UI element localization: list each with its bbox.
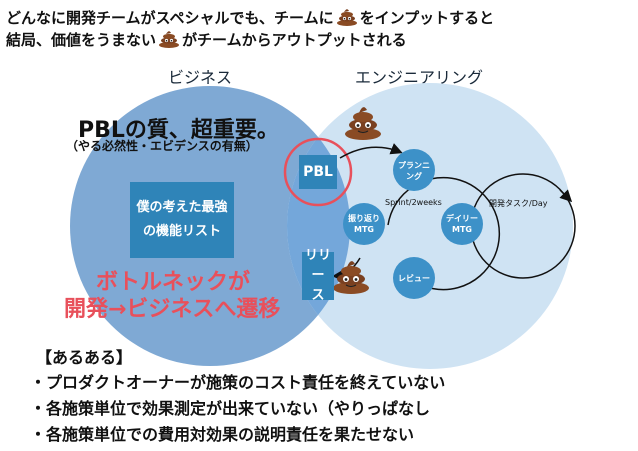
poo-icon bbox=[336, 8, 358, 26]
poo-icon bbox=[158, 30, 180, 48]
feature-list-line-1: 僕の考えた最強 bbox=[136, 200, 228, 215]
bottleneck-line-1: ボトルネックが bbox=[96, 270, 251, 295]
poo-icon bbox=[333, 261, 369, 294]
intro-line-1-text-a: どんなに開発チームがスペシャルでも、チームに bbox=[6, 9, 334, 27]
planning-node bbox=[393, 149, 435, 191]
planning-label: プランニ ング bbox=[393, 160, 435, 182]
review-node bbox=[393, 257, 435, 299]
engineering-circle-label: エンジニアリング bbox=[355, 68, 484, 87]
bottleneck-line-2: 開発→ビジネスへ遷移 bbox=[64, 297, 281, 322]
feature-list-box: 僕の考えた最強 の機能リスト bbox=[130, 182, 234, 258]
daily-node bbox=[441, 203, 483, 245]
poo-icon bbox=[345, 107, 381, 140]
intro-line-2-text-b: がチームからアウトプットされる bbox=[182, 31, 407, 49]
retro-label: 振り返り MTG bbox=[343, 213, 385, 235]
headline-title: PBLの質、超重要。 bbox=[78, 118, 279, 143]
engineering-circle bbox=[287, 83, 573, 369]
dev-task-label: 開発タスク/Day bbox=[489, 199, 548, 208]
sprint-label: Sprint/2weeks bbox=[385, 198, 442, 207]
list-item: ・プロダクトオーナーが施策のコスト責任を終えていない bbox=[30, 373, 446, 392]
intro-line-2: 結局、価値をうまない がチームからアウトプットされる bbox=[6, 30, 407, 49]
daily-label-line-1: デイリー bbox=[446, 214, 478, 223]
pbl-label: PBL bbox=[303, 164, 333, 180]
pbl-highlight-ring bbox=[283, 137, 353, 207]
headline-subtitle: （やる必然性・エビデンスの有無） bbox=[66, 139, 258, 153]
release-line-1: リリー bbox=[304, 248, 331, 283]
list-item: ・各施策単位で効果測定が出来ていない（やりっぱなし bbox=[30, 399, 431, 418]
review-label: レビュー bbox=[398, 274, 430, 283]
list-item: ・各施策単位での費用対効果の説明責任を果たせない bbox=[30, 425, 415, 444]
retro-label-line-2: MTG bbox=[354, 225, 374, 234]
intro-line-1-text-b: をインプットすると bbox=[359, 9, 495, 27]
planning-label-line-2: ング bbox=[406, 172, 422, 181]
retro-label-line-1: 振り返り bbox=[348, 214, 380, 223]
daily-label: デイリー MTG bbox=[441, 213, 483, 235]
feature-list-line-2: の機能リスト bbox=[142, 224, 221, 239]
pbl-to-planning-arrow bbox=[339, 143, 403, 159]
list-heading: 【あるある】 bbox=[36, 348, 133, 367]
retro-node bbox=[343, 203, 385, 245]
planning-label-line-1: プランニ bbox=[398, 161, 430, 170]
intro-line-2-text-a: 結局、価値をうまない bbox=[6, 31, 157, 49]
intro-line-1: どんなに開発チームがスペシャルでも、チームに をインプットすると bbox=[6, 8, 494, 27]
business-circle-label: ビジネス bbox=[168, 68, 233, 87]
release-line-2: ス bbox=[311, 288, 325, 303]
daily-label-line-2: MTG bbox=[452, 225, 472, 234]
pbl-box: PBL bbox=[299, 155, 337, 189]
release-box: リリー ス bbox=[302, 248, 334, 303]
